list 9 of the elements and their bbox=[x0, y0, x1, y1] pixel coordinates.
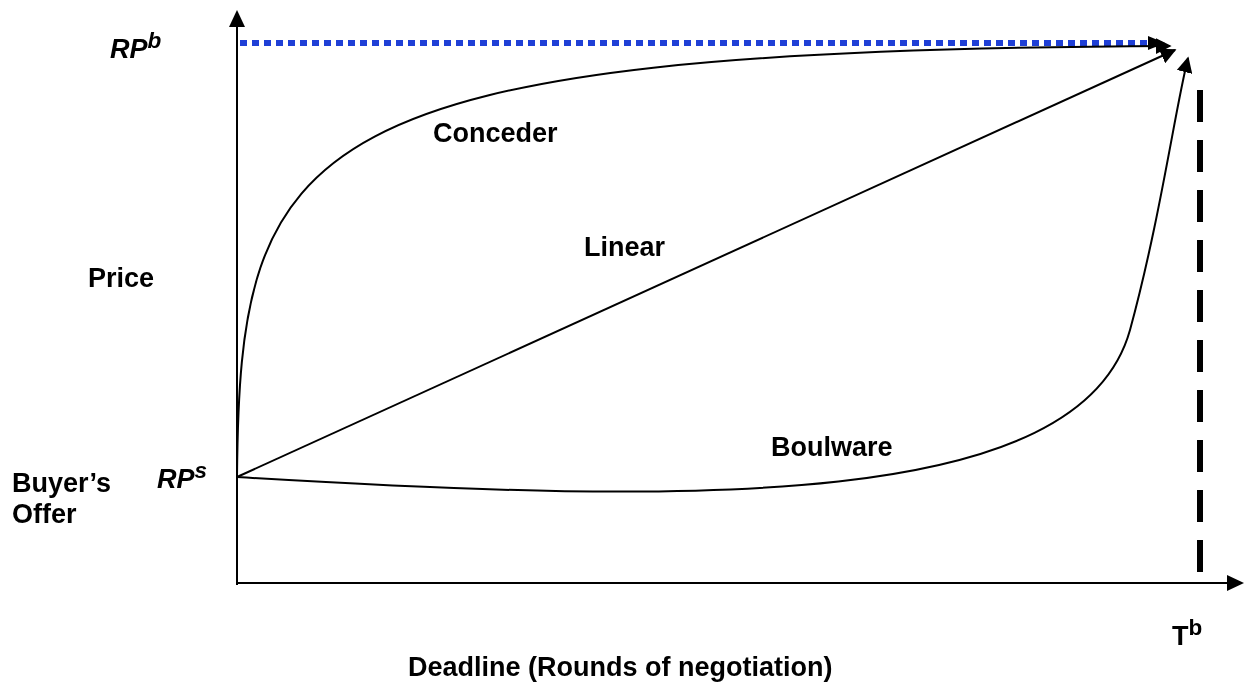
axis-title: Deadline (Rounds of negotiation) bbox=[408, 652, 833, 684]
axis-value-label: RP$^{b}$ bbox=[110, 28, 162, 66]
curve-label: Linear bbox=[584, 232, 666, 264]
axis-value-label: T$^{b}$ bbox=[1172, 615, 1203, 653]
curve-label: Conceder bbox=[433, 118, 558, 150]
axis-value-label: RP$^{s}$ bbox=[157, 458, 208, 496]
axis-value-label: Buyer’s Offer bbox=[12, 468, 113, 531]
curve-label: Boulware bbox=[771, 432, 893, 464]
axis-title: Price bbox=[88, 263, 155, 295]
